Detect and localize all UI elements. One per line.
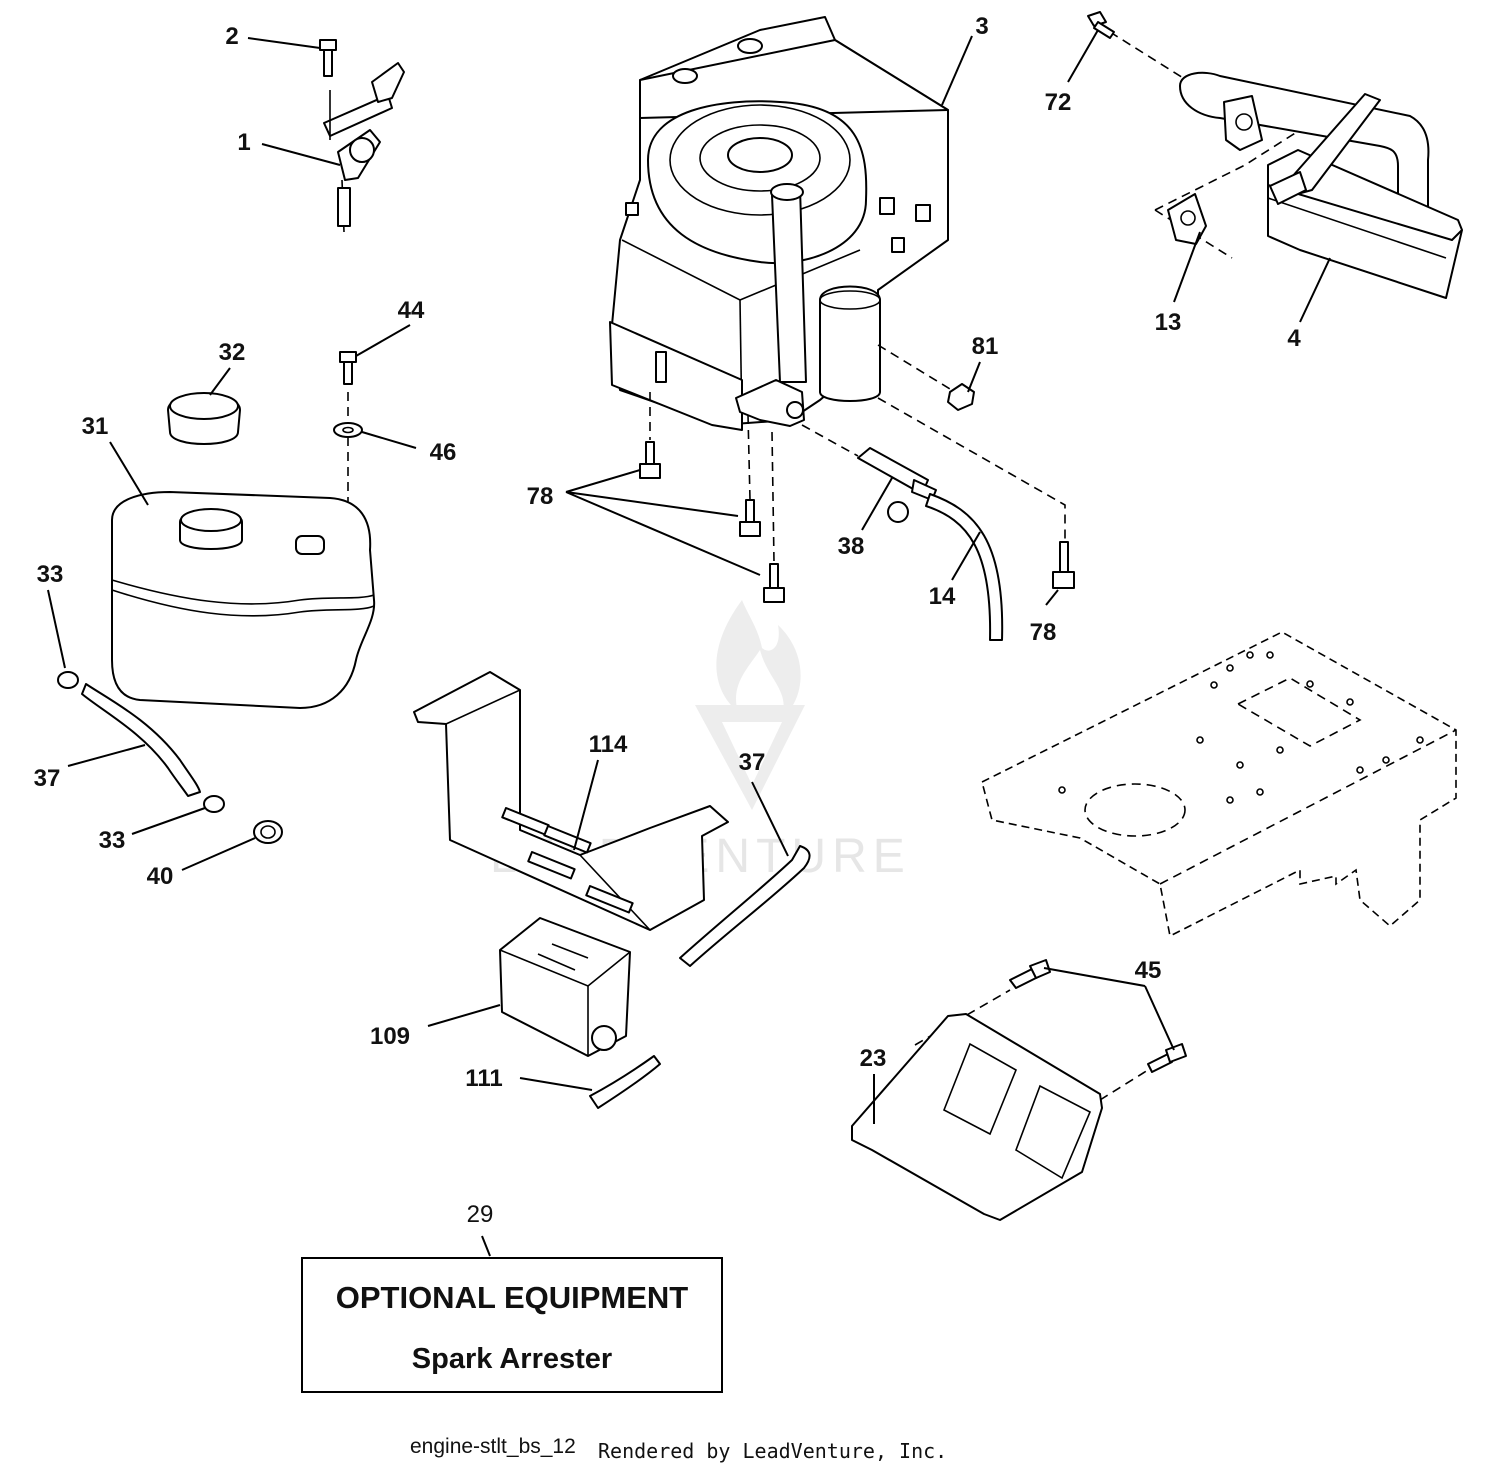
- optional-equipment-subtitle: Spark Arrester: [412, 1343, 612, 1375]
- charcoal-canister-109[interactable]: [499, 917, 631, 1057]
- callout-78b: 78: [1030, 619, 1057, 646]
- callout-78a: 78: [527, 483, 554, 510]
- callout-109: 109: [370, 1023, 410, 1050]
- optional-equipment-title: OPTIONAL EQUIPMENT: [336, 1280, 689, 1315]
- callout-45: 45: [1135, 957, 1162, 984]
- vent-line-37b[interactable]: [679, 845, 811, 967]
- fuel-tank-31[interactable]: [111, 491, 376, 709]
- frame: [981, 631, 1457, 938]
- callout-33a: 33: [37, 561, 64, 588]
- nut-81[interactable]: [947, 383, 975, 411]
- callout-46: 46: [430, 439, 457, 466]
- fuel-line-37a[interactable]: [81, 683, 201, 797]
- hose-clamp-33a[interactable]: [57, 671, 79, 689]
- screw-2[interactable]: [319, 39, 337, 77]
- callout-31: 31: [82, 413, 109, 440]
- bolts-45[interactable]: [1009, 959, 1187, 1073]
- bolts-78[interactable]: [639, 441, 1075, 603]
- watermark-logo: [695, 600, 805, 810]
- hose-clamp-33b[interactable]: [203, 795, 225, 813]
- callout-33b: 33: [99, 827, 126, 854]
- callout-37b: 37: [739, 749, 766, 776]
- fuel-filter-38[interactable]: [857, 447, 937, 523]
- bolt-72[interactable]: [1087, 11, 1115, 39]
- callout-40: 40: [147, 863, 174, 890]
- fuel-hose-14[interactable]: [925, 493, 1004, 641]
- vent-hose-111[interactable]: [589, 1055, 661, 1109]
- callout-81: 81: [972, 333, 999, 360]
- callout-32: 32: [219, 339, 246, 366]
- optional-equipment-box: OPTIONAL EQUIPMENT Spark Arrester: [301, 1257, 723, 1393]
- bolt-44[interactable]: [339, 351, 357, 385]
- bracket-114[interactable]: [413, 671, 729, 931]
- callout-3: 3: [975, 13, 988, 40]
- callout-44: 44: [398, 297, 425, 324]
- callout-23: 23: [860, 1045, 887, 1072]
- callout-13: 13: [1155, 309, 1182, 336]
- callout-2: 2: [225, 23, 238, 50]
- callout-72: 72: [1045, 89, 1072, 116]
- callout-111: 111: [465, 1065, 502, 1092]
- muffler[interactable]: [1179, 71, 1463, 299]
- callout-114: 114: [589, 731, 628, 758]
- throttle-control[interactable]: [323, 62, 405, 233]
- fuel-cap-32[interactable]: [167, 392, 241, 445]
- callout-29: 29: [467, 1201, 494, 1228]
- callout-4: 4: [1287, 325, 1301, 352]
- callouts: 2 1 3 72 13 4 81 44 32 31 46 78 38 14 78…: [34, 13, 1302, 1228]
- engine[interactable]: [609, 16, 949, 431]
- callout-38: 38: [838, 533, 865, 560]
- gasket-13[interactable]: [1167, 193, 1207, 245]
- callout-14: 14: [929, 583, 956, 610]
- callout-1: 1: [237, 129, 250, 156]
- heat-shield-23[interactable]: [851, 1013, 1103, 1221]
- footer-filename: engine-stlt_bs_12: [410, 1435, 576, 1458]
- footer-credit: Rendered by LeadVenture, Inc.: [598, 1439, 947, 1463]
- grommet-40[interactable]: [253, 820, 283, 844]
- leader-lines: [47, 29, 1331, 1257]
- callout-37a: 37: [34, 765, 61, 792]
- washer-46[interactable]: [333, 422, 363, 438]
